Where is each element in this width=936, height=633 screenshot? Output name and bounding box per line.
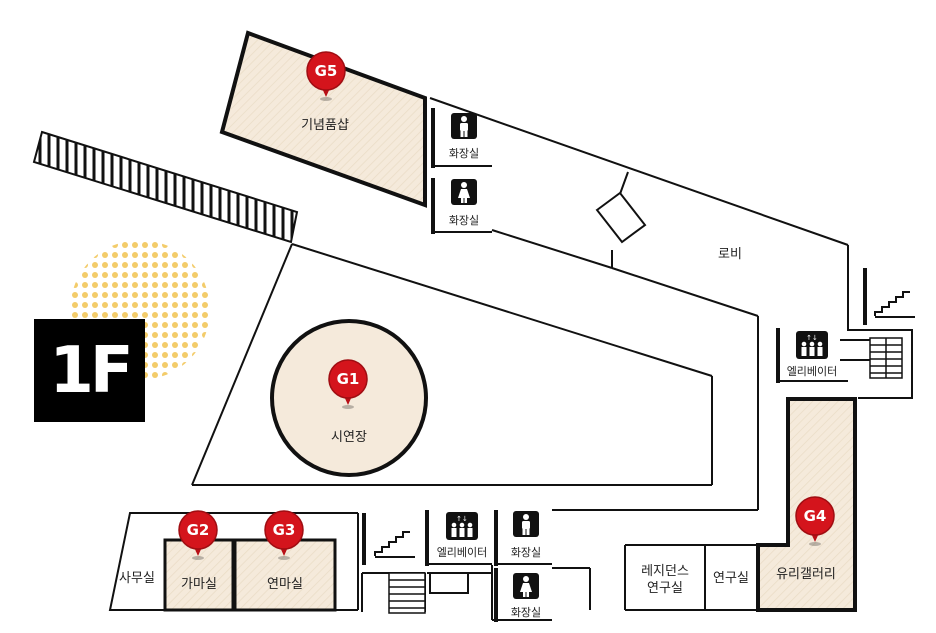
pin-label-g5: G5 [315,62,338,80]
room-label-research: 연구실 [713,571,749,586]
pin-label-g1: G1 [337,370,360,388]
stair-block-bottom [388,572,426,614]
small-room [429,572,469,594]
map-pin-icon[interactable]: G5 [306,51,346,102]
elevator-bottom[interactable] [425,510,492,566]
facility-label-restroom: 화장실 [449,214,479,227]
lobby-kiosk [595,191,647,244]
facility-label-restroom: 화장실 [511,546,541,559]
female-restroom-icon [513,573,539,599]
room-label-residency-2: 연구실 [647,581,683,596]
map-pin-icon[interactable]: G4 [795,496,835,547]
restroom-male-bottom[interactable] [494,510,552,566]
restroom-male-top[interactable] [431,108,492,168]
facility-label-restroom: 화장실 [449,147,479,160]
room-label-lobby: 로비 [718,247,742,262]
male-restroom-icon [513,511,539,537]
facility-label-elevator: 엘리베이터 [787,365,838,378]
room-label-g5: 기념품샵 [301,118,349,133]
elevator-icon [446,512,478,540]
female-restroom-icon [451,179,477,205]
room-label-g2: 가마실 [181,577,217,592]
map-pin-icon[interactable]: G1 [328,359,368,410]
facility-label-elevator: 엘리베이터 [437,546,488,559]
railing-strip [32,130,299,244]
right-wall-east [847,300,913,399]
room-label-residency-1: 레지던스 [641,564,689,579]
pin-label-g2: G2 [187,521,210,539]
pin-label-g4: G4 [804,507,827,525]
stair-block-right [869,337,903,379]
stairs-icon [863,268,916,325]
pin-label-g3: G3 [273,521,296,539]
room-label-office: 사무실 [119,571,155,586]
male-restroom-icon [451,113,477,139]
floor-badge: 1F [34,319,145,422]
stairs-icon [362,513,416,565]
room-label-g3: 연마실 [267,577,303,592]
elevator-icon [796,331,828,359]
facility-label-restroom: 화장실 [511,606,541,619]
room-label-g4: 유리갤러리 [776,567,836,582]
elevator-right[interactable] [776,328,870,383]
room-label-g1: 시연장 [331,430,367,445]
restroom-female-top[interactable] [431,178,492,234]
restroom-female-bottom[interactable] [494,568,552,622]
corridor-walls [191,97,849,511]
map-pin-icon[interactable]: G3 [264,510,304,561]
room-g5-souvenir-shop[interactable] [219,30,427,208]
map-pin-icon[interactable]: G2 [178,510,218,561]
